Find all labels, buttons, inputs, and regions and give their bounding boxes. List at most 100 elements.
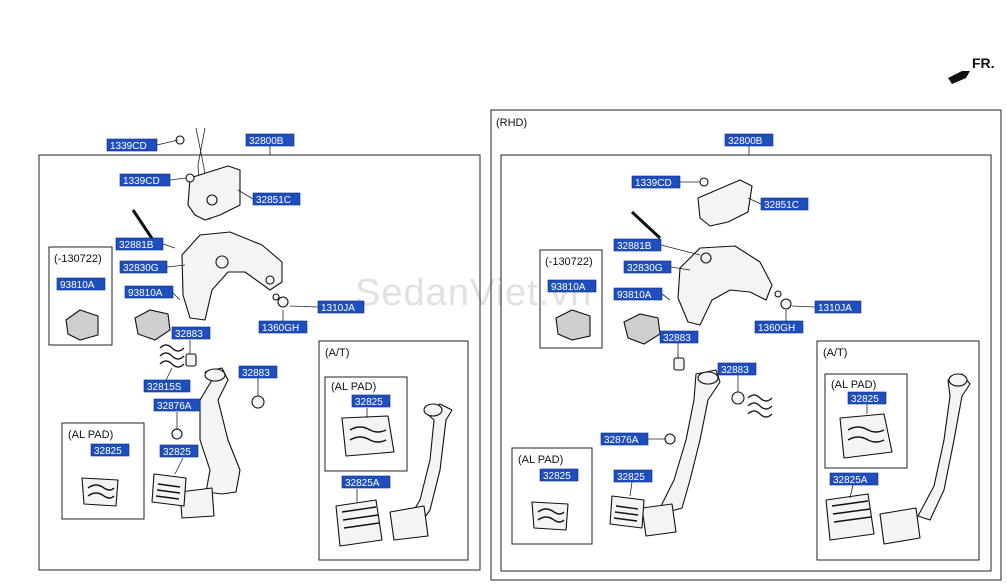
rhd-label-32883-b: 32883 bbox=[717, 362, 757, 376]
svg-text:32883: 32883 bbox=[721, 365, 749, 376]
lhd-label-32883-a: 32883 bbox=[171, 326, 211, 340]
lhd-parts bbox=[65, 127, 453, 547]
svg-text:32851C: 32851C bbox=[256, 195, 291, 206]
lhd-alpad-title: (AL PAD) bbox=[68, 429, 113, 441]
svg-text:1339CD: 1339CD bbox=[110, 141, 147, 152]
rhd-spring bbox=[747, 394, 773, 418]
lhd-label-32825a: 32825A bbox=[341, 475, 391, 489]
svg-text:1310JA: 1310JA bbox=[321, 303, 355, 314]
lhd-label-32851c: 32851C bbox=[252, 192, 301, 206]
svg-text:32883: 32883 bbox=[663, 333, 691, 344]
lhd-brake-pedal-arm bbox=[199, 367, 241, 495]
rhd-label-32881b: 32881B bbox=[613, 238, 662, 252]
lhd-date-range-box bbox=[48, 246, 113, 346]
lhd-label-32825: 32825 bbox=[159, 444, 199, 458]
lhd-alpad-box bbox=[61, 422, 145, 520]
rhd-switch-93810a bbox=[623, 313, 661, 345]
lhd-label-32800b: 32800B bbox=[245, 133, 295, 147]
svg-text:93810A: 93810A bbox=[551, 282, 586, 293]
lhd-label-32825-at: 32825 bbox=[351, 394, 391, 408]
lhd-at-pad-32825a bbox=[335, 499, 383, 547]
rhd-label-1339cd: 1339CD bbox=[631, 175, 681, 189]
rhd-label-32830g: 32830G bbox=[623, 260, 672, 274]
lhd-label-32881b: 32881B bbox=[115, 237, 164, 251]
rhd-label-32825a: 32825A bbox=[829, 472, 879, 486]
svg-text:32800B: 32800B bbox=[249, 136, 284, 147]
svg-text:32825: 32825 bbox=[851, 394, 879, 405]
rhd-label-32851c: 32851C bbox=[760, 197, 809, 211]
lhd-pedal-bracket-32830g bbox=[181, 231, 283, 321]
lhd-spring-32815s bbox=[159, 344, 185, 368]
svg-text:1360GH: 1360GH bbox=[758, 323, 795, 334]
rhd-at-title: (A/T) bbox=[823, 347, 847, 359]
lhd-label-93810a-inner: 93810A bbox=[56, 277, 106, 291]
rhd-parts bbox=[531, 177, 971, 545]
rhd-at-alpad-32825 bbox=[839, 413, 893, 459]
rhd-leader-lines bbox=[629, 146, 868, 499]
lhd-switch-93810a bbox=[134, 309, 171, 341]
rhd-label-32876a: 32876A bbox=[600, 432, 649, 446]
rhd-label-93810a-inner: 93810A bbox=[547, 279, 597, 293]
svg-text:32825: 32825 bbox=[543, 471, 571, 482]
rhd-at-alpad-box bbox=[824, 373, 908, 469]
lhd-pad-32825 bbox=[151, 473, 187, 507]
lhd-label-1360gh: 1360GH bbox=[258, 320, 308, 334]
svg-text:32876A: 32876A bbox=[157, 401, 192, 412]
lhd-date-range-title: (-130722) bbox=[54, 253, 102, 265]
lhd-label-32883-b: 32883 bbox=[238, 365, 278, 379]
lhd-label-1310ja: 1310JA bbox=[317, 300, 365, 314]
lhd-leader-lines bbox=[156, 139, 368, 502]
front-direction-label: FR. bbox=[972, 55, 995, 71]
front-arrow-icon bbox=[948, 71, 970, 84]
lhd-at-alpad-title: (AL PAD) bbox=[331, 381, 376, 393]
svg-text:32881B: 32881B bbox=[119, 240, 154, 251]
rhd-outer-frame bbox=[490, 109, 1002, 581]
svg-text:1339CD: 1339CD bbox=[635, 178, 672, 189]
rhd-date-range-title: (-130722) bbox=[545, 256, 593, 268]
lhd-at-title: (A/T) bbox=[325, 347, 349, 359]
rhd-at-pad-32825a bbox=[825, 493, 875, 541]
svg-text:32825A: 32825A bbox=[345, 478, 380, 489]
svg-text:32830G: 32830G bbox=[123, 263, 159, 274]
svg-text:32830G: 32830G bbox=[627, 263, 663, 274]
rhd-label-32800b: 32800B bbox=[724, 133, 774, 147]
svg-text:1310JA: 1310JA bbox=[818, 303, 852, 314]
svg-text:93810A: 93810A bbox=[60, 280, 95, 291]
rhd-label-32825-alpad: 32825 bbox=[539, 468, 579, 482]
lhd-label-1339cd-top: 1339CD bbox=[106, 138, 158, 152]
lhd-pedal-pad bbox=[179, 487, 215, 519]
lhd-label-1339cd: 1339CD bbox=[119, 173, 171, 187]
rhd-brake-pedal-arm bbox=[659, 369, 721, 513]
rhd-at-pedal-arm bbox=[917, 373, 971, 521]
lhd-label-32825-alpad: 32825 bbox=[90, 443, 130, 457]
rhd-alpad-title: (AL PAD) bbox=[518, 454, 563, 466]
rhd-label-1310ja: 1310JA bbox=[814, 300, 862, 314]
lhd-label-32815s: 32815S bbox=[143, 379, 191, 393]
rhd-pedal-bracket-32830g bbox=[677, 245, 773, 326]
rhd-at-alpad-title: (AL PAD) bbox=[831, 379, 876, 391]
rhd-pad-32825 bbox=[609, 495, 645, 529]
svg-text:32815S: 32815S bbox=[147, 382, 182, 393]
svg-text:32876A: 32876A bbox=[604, 435, 639, 446]
svg-text:32825A: 32825A bbox=[833, 475, 868, 486]
svg-text:32883: 32883 bbox=[242, 368, 270, 379]
svg-text:1339CD: 1339CD bbox=[123, 176, 160, 187]
rhd-bracket-32851c bbox=[697, 179, 753, 227]
svg-text:93810A: 93810A bbox=[128, 288, 163, 299]
svg-text:32851C: 32851C bbox=[764, 200, 799, 211]
svg-text:32825: 32825 bbox=[163, 447, 191, 458]
lhd-label-32830g: 32830G bbox=[119, 260, 168, 274]
lhd-assembly-frame bbox=[38, 154, 481, 571]
lhd-label-93810a: 93810A bbox=[124, 285, 174, 299]
svg-text:32825: 32825 bbox=[355, 397, 383, 408]
rhd-label-1360gh: 1360GH bbox=[754, 320, 804, 334]
lhd-at-box bbox=[318, 340, 469, 561]
rhd-pedal-pad bbox=[641, 503, 677, 537]
svg-text:32883: 32883 bbox=[175, 329, 203, 340]
svg-text:1360GH: 1360GH bbox=[262, 323, 299, 334]
watermark: SedanViet.vn bbox=[355, 272, 592, 314]
rhd-at-box bbox=[816, 340, 980, 561]
lhd-at-alpad-32825 bbox=[341, 415, 395, 457]
rhd-date-range-box bbox=[539, 249, 603, 349]
